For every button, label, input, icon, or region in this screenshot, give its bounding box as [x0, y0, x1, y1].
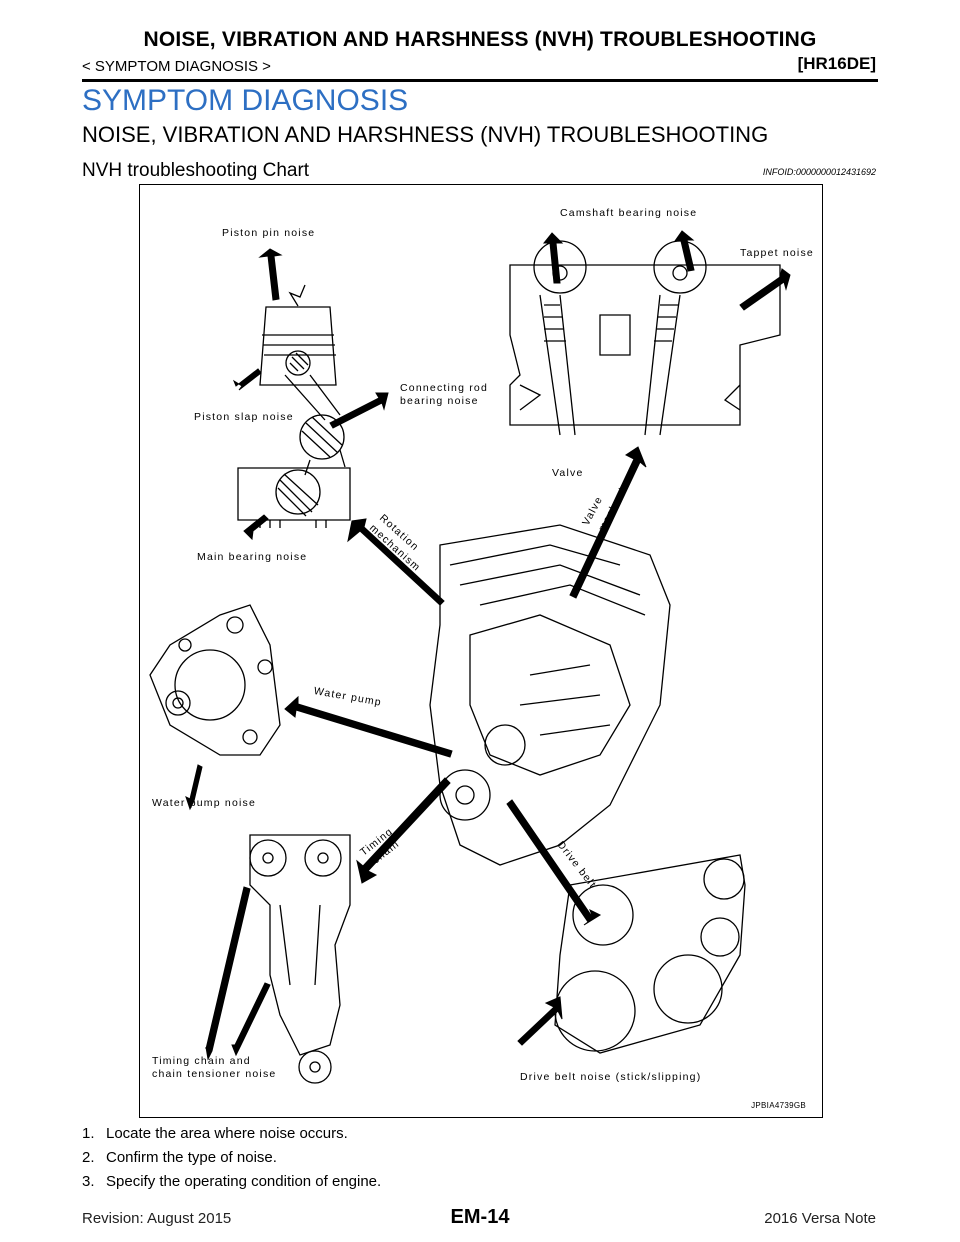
step-number: 2. [82, 1149, 95, 1166]
chart-heading: NVH troubleshooting Chart [82, 160, 310, 181]
step-item: 3. Specify the operating condition of eng… [82, 1170, 381, 1194]
piston-illustration [237, 284, 351, 528]
breadcrumb: < SYMPTOM DIAGNOSIS > [82, 58, 271, 75]
label-main-bearing-noise: Main bearing noise [197, 551, 308, 563]
subsection-title: NOISE, VIBRATION AND HARSHNESS (NVH) TRO… [82, 122, 769, 147]
drive-belt-illustration [554, 854, 746, 1054]
section-title: SYMPTOM DIAGNOSIS [82, 84, 409, 117]
step-number: 3. [82, 1173, 95, 1190]
label-timing-noise-1: Timing chain and [152, 1055, 251, 1067]
label-connecting-rod-1: Connecting rod [400, 382, 489, 394]
step-item: 2. Confirm the type of noise. [82, 1146, 381, 1170]
label-camshaft-bearing-noise: Camshaft bearing noise [560, 207, 698, 219]
label-tappet-noise: Tappet noise [740, 247, 814, 259]
cylinder-head-illustration [509, 240, 781, 436]
label-water-pump-noise: Water pump noise [152, 797, 257, 809]
nvh-diagram: Piston pin noise Camshaft bearing noise … [139, 184, 823, 1118]
label-timing-noise-2: chain tensioner noise [152, 1068, 277, 1080]
step-text: Confirm the type of noise. [106, 1149, 277, 1166]
procedure-steps: 1. Locate the area where noise occurs. 2.… [82, 1122, 381, 1194]
footer-model: 2016 Versa Note [764, 1210, 876, 1227]
header-rule [82, 79, 878, 82]
engine-model-tag: [HR16DE] [797, 54, 876, 73]
label-piston-slap-noise: Piston slap noise [194, 411, 294, 423]
info-id: INFOID:0000000012431692 [762, 167, 876, 177]
label-drive-belt-noise: Drive belt noise (stick/slipping) [520, 1071, 702, 1083]
footer-revision: Revision: August 2015 [82, 1210, 232, 1227]
nvh-diagram-drawing [149, 230, 791, 1084]
pointer-arrows [185, 230, 791, 1061]
step-item: 1. Locate the area where noise occurs. [82, 1122, 381, 1146]
timing-chain-illustration [249, 834, 351, 1084]
label-valve: Valve [552, 467, 584, 479]
step-number: 1. [82, 1125, 95, 1142]
page-header-title: NOISE, VIBRATION AND HARSHNESS (NVH) TRO… [143, 28, 817, 51]
footer-page-number: EM-14 [450, 1206, 510, 1228]
label-connecting-rod-2: bearing noise [400, 395, 479, 407]
engine-block-illustration [429, 524, 671, 866]
step-text: Locate the area where noise occurs. [106, 1125, 348, 1142]
figure-code: JPBIA4739GB [751, 1101, 806, 1110]
step-text: Specify the operating condition of engin… [106, 1173, 382, 1190]
water-pump-illustration [149, 604, 281, 756]
label-piston-pin-noise: Piston pin noise [222, 227, 316, 239]
